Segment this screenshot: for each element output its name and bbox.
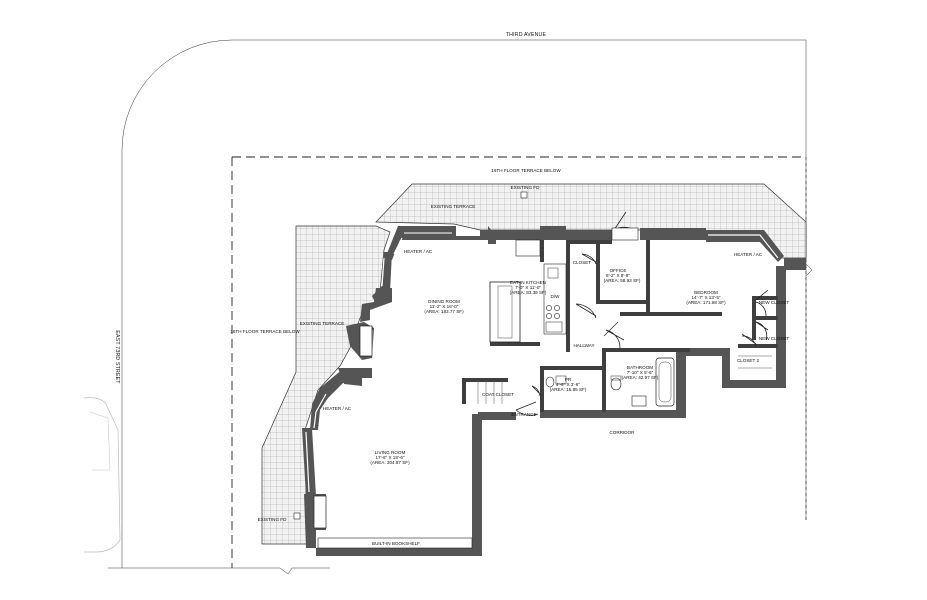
kitchen-dims: 7'-0" X 11'-0" xyxy=(515,285,541,290)
built-in-bookshelf xyxy=(317,537,473,549)
fd-marker-bottom xyxy=(293,512,301,520)
kitchen-counter xyxy=(543,263,567,335)
room-office: OFFICE 8'-2" X 8'-9" (AREA: 58.93 SF) xyxy=(604,268,641,283)
burner-icon xyxy=(546,305,552,311)
bedroom-dims: 14'-7" X 13'-5" xyxy=(691,295,720,300)
powder-dims: 4'-6" X 3'-6" xyxy=(556,382,580,387)
entrance-label: ENTRANCE xyxy=(511,412,536,417)
bedroom-name: BEDROOM xyxy=(694,290,718,295)
terrace-below-west: 16TH FLOOR TERRACE BELOW xyxy=(230,329,300,334)
room-bedroom: BEDROOM 14'-7" X 13'-5" (AREA: 171.88 SF… xyxy=(686,290,726,305)
powder-name: PR xyxy=(565,377,572,382)
powder-door xyxy=(531,385,541,397)
dining-room-name: DINING ROOM xyxy=(428,299,460,304)
office-area: (AREA: 58.93 SF) xyxy=(604,278,641,283)
kitchen-area: (AREA: 83.39 SF) xyxy=(510,290,547,295)
closet-2-door xyxy=(741,333,757,347)
room-living: LIVING ROOM 17'-6" X 18'-6" (AREA: 304.8… xyxy=(370,450,410,465)
entrance-door xyxy=(515,401,539,416)
new-closet-label-2: NEW CLOSET xyxy=(759,336,790,341)
new-closet-door-1 xyxy=(755,289,769,317)
bathtub-icon xyxy=(655,357,675,407)
bathroom-name: BATHROOM xyxy=(627,365,653,370)
new-closet-label-1: NEW CLOSET xyxy=(759,300,790,305)
dishwasher-label: D/W xyxy=(551,294,561,299)
new-closet-door-2 xyxy=(755,321,769,341)
existing-terrace-north: EXISTING TERRACE xyxy=(431,204,476,209)
fd-marker-top xyxy=(520,191,528,199)
heater-label-dining: HEATER / AC xyxy=(404,249,433,254)
living-room-area: (AREA: 304.87 SF) xyxy=(370,460,410,465)
powder-area: (AREA: 15.85 SF) xyxy=(550,387,587,392)
dining-room-dims: 11'-2" X 16'-0" xyxy=(430,304,459,309)
office-name: OFFICE xyxy=(610,268,627,273)
property-lines xyxy=(108,39,813,575)
burner-icon xyxy=(554,305,560,311)
bathroom-fixtures xyxy=(545,357,675,407)
car-outline xyxy=(83,397,121,553)
office-door xyxy=(575,303,597,319)
powder-toilet-icon xyxy=(545,376,555,388)
bedroom-area: (AREA: 171.88 SF) xyxy=(686,300,726,305)
kitchen-name: EAT-IN KITCHEN xyxy=(510,280,546,285)
interior-walls xyxy=(462,240,778,412)
living-room-dims: 17'-6" X 18'-6" xyxy=(375,455,404,460)
coat-closet-rod xyxy=(477,380,503,404)
heater-label-living: HEATER / AC xyxy=(323,406,352,411)
coat-closet-label: COAT CLOSET xyxy=(482,392,514,397)
existing-fd-top: EXISTING FD xyxy=(511,185,541,190)
corridor-label: CORRIDOR xyxy=(609,430,635,435)
room-powder: PR 4'-6" X 3'-6" (AREA: 15.85 SF) xyxy=(550,377,587,392)
room-kitchen: EAT-IN KITCHEN 7'-0" X 11'-0" (AREA: 83.… xyxy=(510,280,547,295)
bookshelf-label: BUILT-IN BOOKSHELF xyxy=(372,541,420,546)
street-label-west: EAST 73RD STREET xyxy=(114,330,120,384)
bathroom-dims: 7'-10" X 5'-6" xyxy=(627,370,654,375)
terrace-below-north: 16TH FLOOR TERRACE BELOW xyxy=(491,168,561,173)
closet-door xyxy=(581,253,597,265)
closet-2-label: CLOSET 2 xyxy=(737,358,760,363)
burner-icon xyxy=(554,313,560,319)
heater-label-bedroom: HEATER / AC xyxy=(734,252,763,257)
burner-icon xyxy=(546,313,552,319)
living-room-name: LIVING ROOM xyxy=(375,450,406,455)
toilet-icon xyxy=(610,377,622,391)
sink-icon xyxy=(547,267,559,279)
room-dining: DINING ROOM 11'-2" X 16'-0" (AREA: 183.7… xyxy=(424,299,464,314)
kitchen-island xyxy=(489,281,521,343)
vanity-sink-icon xyxy=(631,395,647,407)
kitchen-counter-top xyxy=(515,239,541,257)
existing-fd-bottom: EXISTING FD xyxy=(258,517,288,522)
bathroom-area: (AREA: 42.97 SF) xyxy=(622,375,659,380)
fireplaces xyxy=(293,191,528,549)
kitchen-fixtures xyxy=(489,239,567,343)
powder-sink-icon xyxy=(555,375,567,385)
hallway-label: HALLWAY xyxy=(573,343,594,348)
dining-room-area: (AREA: 183.77 SF) xyxy=(424,309,464,314)
doors xyxy=(477,211,772,416)
closet-label: CLOSET xyxy=(573,260,592,265)
fireplace-living xyxy=(313,495,327,529)
existing-terrace-west: EXISTING TERRACE xyxy=(300,321,345,326)
bathroom-door xyxy=(605,329,625,349)
office-dims: 8'-2" X 8'-9" xyxy=(606,273,630,278)
fireplace-dining xyxy=(359,325,373,357)
room-bathroom: BATHROOM 7'-10" X 5'-6" (AREA: 42.97 SF) xyxy=(622,365,659,380)
street-label-north: THIRD AVENUE xyxy=(506,32,547,38)
